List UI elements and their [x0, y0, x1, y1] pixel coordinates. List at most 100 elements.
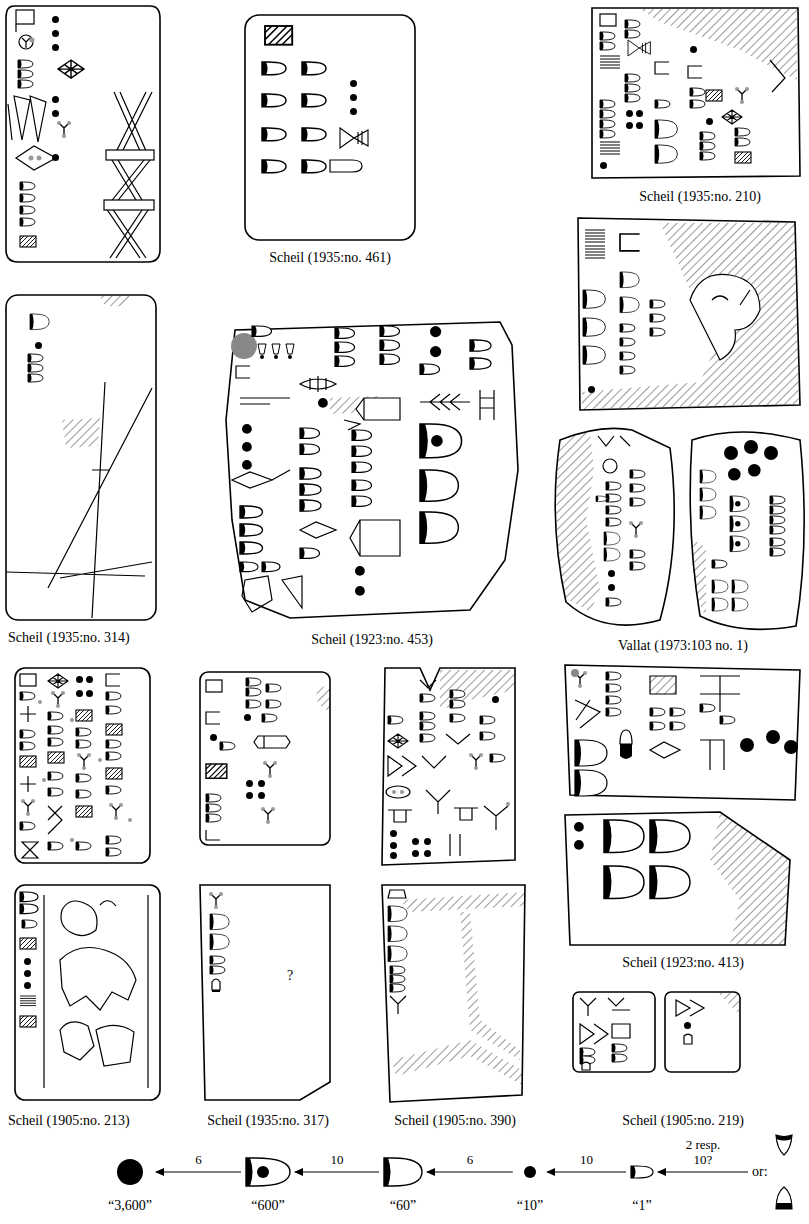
tablet-sign	[665, 992, 740, 1072]
tablet-sign	[106, 706, 121, 714]
tablet-sign	[318, 398, 328, 408]
tablet-sign	[262, 562, 280, 572]
tablet-sign	[600, 142, 620, 154]
tablet-sign	[246, 780, 253, 787]
tablet-sign	[20, 938, 36, 949]
tablet-sign	[732, 580, 748, 593]
tablet-sign	[420, 694, 435, 702]
numeral-sign-part	[631, 1166, 653, 1178]
tablet-sign	[61, 901, 116, 936]
tablet-sign	[688, 66, 702, 78]
tablet-sign	[272, 344, 280, 359]
tablet-sign	[20, 206, 35, 214]
tablet-caption: Scheil (1935:no. 461)	[269, 250, 391, 267]
tablet-sign	[620, 366, 635, 374]
tablet-sign	[620, 297, 639, 313]
tablet-sign	[24, 958, 31, 965]
value-label: “10”	[517, 1198, 543, 1215]
tablet-sign	[300, 376, 336, 392]
tablet-sign	[630, 550, 645, 558]
tablet-sign	[420, 512, 458, 543]
tablet-sign	[625, 94, 640, 102]
tablet-sign	[600, 120, 615, 128]
tablet-sign	[200, 672, 330, 845]
tablet	[573, 992, 740, 1072]
tablet-sign	[70, 718, 74, 722]
tablet-sign	[650, 742, 680, 758]
tablet-sign	[48, 772, 63, 780]
tablet-sign	[712, 290, 750, 305]
tablet-sign	[412, 850, 419, 857]
metrology-sign: “1”	[630, 1165, 654, 1215]
tablet-sign	[712, 580, 728, 593]
tablet-sign	[300, 522, 336, 538]
tablet-sign	[24, 970, 31, 977]
tablet-sign	[732, 598, 748, 611]
tablet-sign	[420, 394, 470, 410]
tablet-sign	[100, 296, 135, 307]
tablet-sign	[76, 728, 91, 736]
numeral-sign-part	[257, 1166, 269, 1178]
tablet-sign	[700, 132, 715, 140]
tablet-sign	[350, 108, 357, 115]
tablet-sign	[355, 586, 365, 596]
tablet-sign	[382, 668, 515, 865]
tablet-sign	[28, 354, 43, 362]
tablet-sign	[700, 488, 716, 501]
tablet-sign	[388, 926, 407, 942]
tablet-sign	[690, 100, 705, 108]
tablet-sign	[104, 200, 154, 210]
tablet-sign	[76, 690, 83, 697]
tablet-sign	[582, 223, 799, 409]
tablet-sign	[266, 684, 281, 692]
tablet-sign	[22, 38, 30, 48]
tablet-sign	[606, 482, 621, 490]
tablet-sign	[240, 506, 263, 518]
tablet-sign	[390, 984, 405, 992]
tablet-sign	[52, 96, 59, 103]
tablet-sign	[106, 836, 121, 844]
tablet-sign	[390, 966, 405, 974]
tablet-sign	[574, 840, 584, 850]
tablet-sign	[22, 842, 38, 858]
tablet-sign	[630, 484, 645, 492]
tablet	[565, 665, 800, 945]
metrology-sign: “60”	[383, 1157, 423, 1215]
tablet-sign	[352, 480, 372, 490]
tablet-sign	[580, 1024, 630, 1044]
tablet-sign	[690, 88, 705, 96]
tablet-sign	[740, 738, 754, 752]
question-mark: ?	[287, 968, 293, 985]
tablet-sign	[770, 60, 785, 92]
conversion-arrow	[547, 1171, 626, 1172]
metrology-sign: or:	[752, 1133, 794, 1211]
tablet-sign	[603, 459, 617, 473]
tablet-sign	[583, 290, 605, 308]
tablet-sign	[76, 842, 91, 850]
tablet-sign	[420, 424, 462, 458]
tablet-sign	[212, 979, 220, 990]
tablet-sign	[335, 342, 355, 352]
tablet-sign	[506, 802, 510, 806]
tablet-sign	[730, 516, 749, 532]
tablet-sign	[700, 142, 715, 150]
numeral-sign	[116, 1158, 144, 1186]
tablet-sign	[48, 738, 63, 746]
tablet-sign	[128, 818, 132, 822]
tablet-sign	[690, 274, 760, 360]
tablet-sign	[258, 792, 265, 799]
tablet-sign	[356, 398, 400, 420]
tablet-sign	[242, 424, 252, 434]
tablet-sign	[580, 998, 630, 1016]
tablet-sign	[62, 418, 100, 448]
tablet-sign	[735, 87, 749, 104]
tablet-sign	[262, 62, 286, 75]
numeral-sign-part	[384, 1158, 422, 1186]
tablet-sign	[48, 788, 63, 796]
tablet-sign	[592, 8, 800, 178]
tablet-sign	[630, 470, 645, 478]
tablet-sign	[735, 138, 750, 146]
tablet-sign	[48, 674, 68, 688]
tablet-sign	[38, 700, 42, 704]
tablet-sign	[450, 700, 465, 708]
